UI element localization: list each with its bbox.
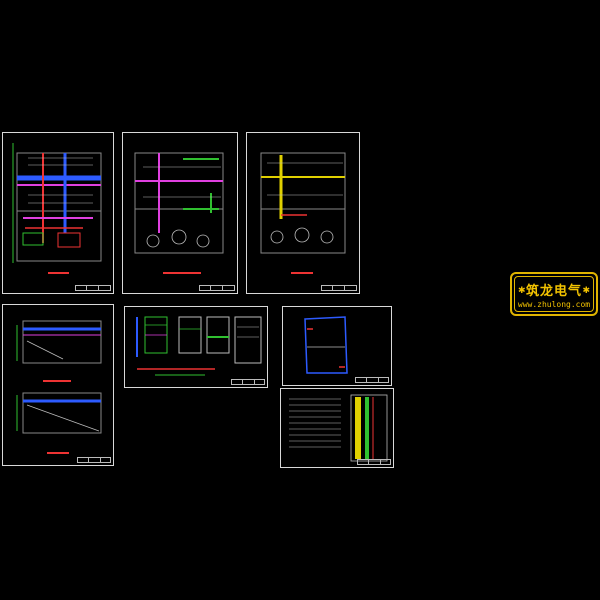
drawing-sheet-6[interactable] [282,306,392,386]
title-block [199,285,235,291]
drawing-sheet-2[interactable] [122,132,238,294]
drawing-sheet-5[interactable] [124,306,268,388]
title-block [231,379,265,385]
title-block [75,285,111,291]
title-block [355,377,389,383]
drawing-sheet-4[interactable] [2,304,114,466]
title-block [357,459,391,465]
logo-inner-frame [514,276,594,312]
title-block [77,457,111,463]
equipment-legend-table [289,394,388,462]
site-plan [304,316,348,374]
drawing-sheet-1[interactable] [2,132,114,294]
floor-plan-1 [12,143,102,274]
drawing-sheet-3[interactable] [246,132,360,294]
title-block [321,285,357,291]
star-icon: ✱ [582,286,590,296]
system-diagrams [136,316,262,376]
star-icon: ✱ [518,286,526,296]
two-floor-plans [16,320,102,454]
floor-plan-3 [260,152,346,274]
zhulong-logo[interactable]: ✱ ✱ 筑龙电气 www.zhulong.com [510,272,598,316]
logo-title: 筑龙电气 [525,284,582,299]
drawing-sheet-7[interactable] [280,388,394,468]
floor-plan-2 [134,152,224,274]
logo-url: www.zhulong.com [517,300,591,309]
